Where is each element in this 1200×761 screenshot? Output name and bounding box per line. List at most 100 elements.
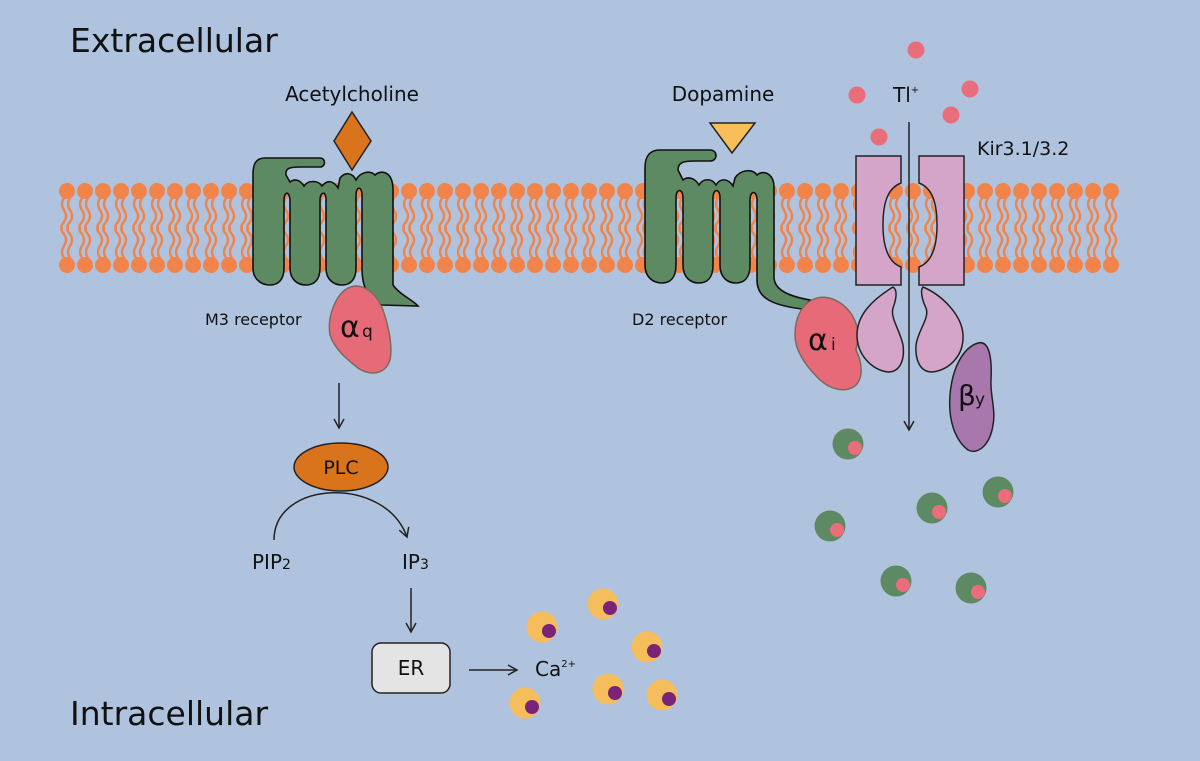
- lipid-tail: [528, 226, 536, 260]
- lipid-tail: [750, 196, 758, 232]
- beta-gamma-subunit: [948, 342, 995, 452]
- alpha-i-subscript: i: [831, 335, 836, 355]
- lipid-tail: [246, 196, 254, 232]
- dye-particle: [955, 572, 987, 604]
- calcium-particle: [509, 687, 541, 719]
- lipid-tail: [456, 226, 464, 260]
- lipid-tail: [906, 226, 914, 260]
- lipid-tail: [102, 196, 110, 232]
- lipid-tail: [228, 196, 236, 232]
- dye-particle: [880, 565, 912, 597]
- calcium-particle: [592, 673, 624, 705]
- phospholipid: [905, 183, 921, 273]
- phospholipid: [59, 183, 75, 273]
- lipid-head-inner: [833, 257, 849, 273]
- lipid-tail: [1086, 226, 1094, 260]
- phospholipid: [149, 183, 165, 273]
- calcium-particle: [587, 588, 619, 620]
- lipid-head-outer: [239, 183, 255, 199]
- d2-receptor-label: D2 receptor: [632, 310, 728, 329]
- lipid-head-inner: [599, 257, 615, 273]
- lipid-tail: [78, 226, 86, 260]
- lipid-tail: [516, 226, 524, 260]
- calcium-particle: [631, 631, 663, 663]
- lipid-tail: [186, 196, 194, 232]
- lipid-head-outer: [419, 183, 435, 199]
- lipid-head-outer: [995, 183, 1011, 199]
- lipid-tail: [546, 226, 554, 260]
- lipid-head-inner: [203, 257, 219, 273]
- lipid-tail: [978, 196, 986, 232]
- lipid-tail: [1032, 196, 1040, 232]
- lipid-head-outer: [599, 183, 615, 199]
- lipid-head-inner: [185, 257, 201, 273]
- lipid-head-inner: [563, 257, 579, 273]
- lipid-head-outer: [977, 183, 993, 199]
- lipid-tail: [1002, 196, 1010, 232]
- lipid-tail: [492, 226, 500, 260]
- phospholipid: [779, 183, 795, 273]
- lipid-head-inner: [77, 257, 93, 273]
- phospholipid: [1049, 183, 1065, 273]
- lipid-tail: [888, 226, 896, 260]
- lipid-tail: [156, 226, 164, 260]
- lipid-tail: [840, 226, 848, 260]
- lipid-tail: [114, 196, 122, 232]
- kir-channel-label: Kir3.1/3.2: [977, 138, 1069, 160]
- lipid-tail: [798, 196, 806, 232]
- phospholipid: [77, 183, 93, 273]
- phospholipid: [131, 183, 147, 273]
- lipid-tail: [1104, 226, 1112, 260]
- dye-bound-thallium: [896, 578, 910, 592]
- lipid-tail: [1068, 196, 1076, 232]
- lipid-tail: [102, 226, 110, 260]
- lipid-tail: [816, 226, 824, 260]
- lipid-tail: [984, 226, 992, 260]
- lipid-head-outer: [167, 183, 183, 199]
- phospholipid: [203, 183, 219, 273]
- lipid-tail: [912, 226, 920, 260]
- lipid-tail: [1020, 226, 1028, 260]
- lipid-tail: [174, 196, 182, 232]
- thallium-ion: [848, 86, 866, 104]
- lipid-tail: [222, 226, 230, 260]
- lipid-tail: [156, 196, 164, 232]
- phospholipid: [815, 183, 831, 273]
- lipid-tail: [552, 196, 560, 232]
- lipid-head-inner: [437, 257, 453, 273]
- intracellular-label: Intracellular: [70, 694, 268, 733]
- channel-cytoplasmic-right: [915, 286, 964, 373]
- alpha-q-symbol: α: [340, 310, 360, 345]
- calcium-particle-inner: [647, 644, 661, 658]
- lipid-tail: [426, 226, 434, 260]
- lipid-tail: [204, 226, 212, 260]
- lipid-tail: [60, 196, 68, 232]
- lipid-tail: [1050, 226, 1058, 260]
- lipid-tail: [498, 196, 506, 232]
- phospholipid: [617, 183, 633, 273]
- kir-channel: [855, 155, 965, 373]
- calcium-particle-inner: [608, 686, 622, 700]
- lipid-tail: [924, 196, 932, 232]
- lipid-head-outer: [1067, 183, 1083, 199]
- channel-subunit-left: [855, 155, 902, 286]
- phospholipid: [1067, 183, 1083, 273]
- lipid-head-inner: [617, 257, 633, 273]
- lipid-tail: [426, 196, 434, 232]
- lipid-tail: [420, 196, 428, 232]
- lipid-tail: [996, 196, 1004, 232]
- lipid-head-inner: [455, 257, 471, 273]
- lipid-tail: [510, 226, 518, 260]
- lipid-tail: [138, 226, 146, 260]
- phospholipid: [113, 183, 129, 273]
- calcium-particle: [646, 679, 678, 711]
- lipid-head-inner: [977, 257, 993, 273]
- lipid-head-outer: [1031, 183, 1047, 199]
- lipid-tail: [438, 226, 446, 260]
- dye-bound-thallium: [932, 505, 946, 519]
- lipid-tail: [210, 226, 218, 260]
- phospholipid: [167, 183, 183, 273]
- arrow-pip2-to-ip3: [273, 492, 410, 541]
- phospholipid: [1085, 183, 1101, 273]
- lipid-tail: [1038, 226, 1046, 260]
